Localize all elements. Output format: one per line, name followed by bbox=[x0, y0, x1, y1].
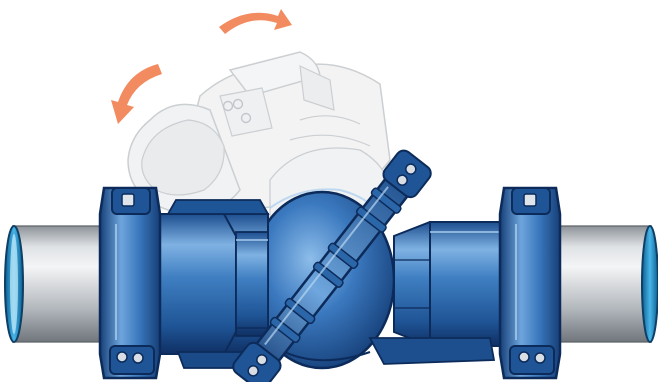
right-pipe-bore bbox=[642, 226, 658, 342]
curved-arrow-right-icon bbox=[219, 9, 292, 34]
left-clamp-bolt-1 bbox=[117, 352, 127, 362]
right-clamp-bolt-2 bbox=[535, 353, 545, 363]
curved-arrow-down-icon bbox=[111, 64, 162, 124]
right-pipe bbox=[548, 226, 658, 342]
right-clamp-bolt-1 bbox=[519, 352, 529, 362]
right-clamp bbox=[500, 188, 560, 378]
left-clamp-bolt-2 bbox=[133, 353, 143, 363]
left-clamp bbox=[100, 188, 160, 378]
